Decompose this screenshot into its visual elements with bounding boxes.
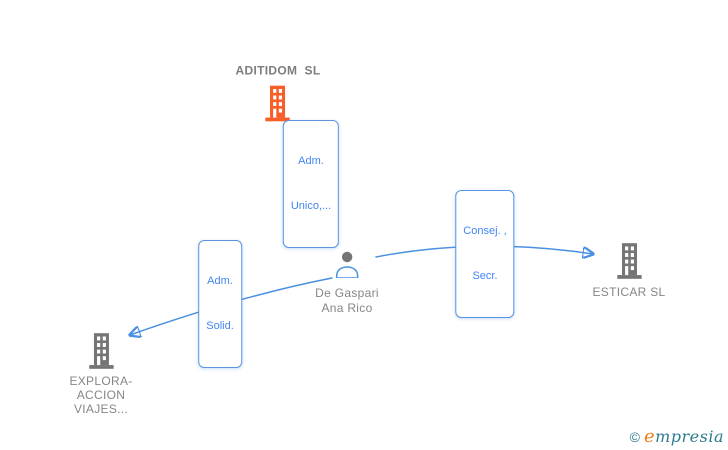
edge-label-line: Adm.: [207, 275, 233, 287]
brand-initial: e: [643, 426, 656, 447]
building-icon[interactable]: [614, 242, 644, 280]
building-icon[interactable]: [86, 332, 116, 370]
node-esticar-sl[interactable]: ESTICAR SL: [592, 242, 665, 300]
edge-label-adm-unico[interactable]: Adm. Unico,...: [282, 120, 340, 248]
edge-label-line: Consej. ,: [463, 225, 507, 237]
node-label-explora-line3[interactable]: VIAJES...: [73, 402, 129, 416]
node-person-de-gaspari[interactable]: De Gaspari Ana Rico: [315, 250, 379, 316]
node-label-explora-line1[interactable]: EXPLORA-: [69, 374, 133, 388]
empresia-watermark: © empresia: [630, 426, 724, 447]
node-label-person-line2[interactable]: Ana Rico: [321, 301, 373, 315]
building-icon[interactable]: [263, 85, 293, 123]
node-aditidom-sl[interactable]: ADITIDOM SL: [236, 64, 321, 123]
node-label-esticar[interactable]: ESTICAR SL: [592, 285, 666, 299]
node-label-aditidom[interactable]: ADITIDOM SL: [235, 63, 321, 78]
edge-label-line: Solid.: [206, 320, 234, 332]
node-label-explora-line2[interactable]: ACCION: [76, 388, 126, 402]
person-icon[interactable]: [334, 250, 360, 278]
empresia-logo-text: empresia: [644, 426, 724, 447]
copyright-symbol: ©: [629, 429, 640, 445]
node-label-person-line1[interactable]: De Gaspari: [315, 286, 379, 300]
node-explora-accion-viajes[interactable]: EXPLORA- ACCION VIAJES...: [69, 332, 132, 416]
edge-label-line: Adm.: [298, 155, 324, 167]
edge-label-adm-solid[interactable]: Adm. Solid.: [198, 240, 242, 368]
edge-label-consej-secr[interactable]: Consej. , Secr.: [455, 190, 515, 318]
brand-rest: mpresia: [655, 427, 724, 446]
edge-label-line: Secr.: [472, 270, 498, 282]
edge-label-line: Unico,...: [290, 200, 332, 212]
